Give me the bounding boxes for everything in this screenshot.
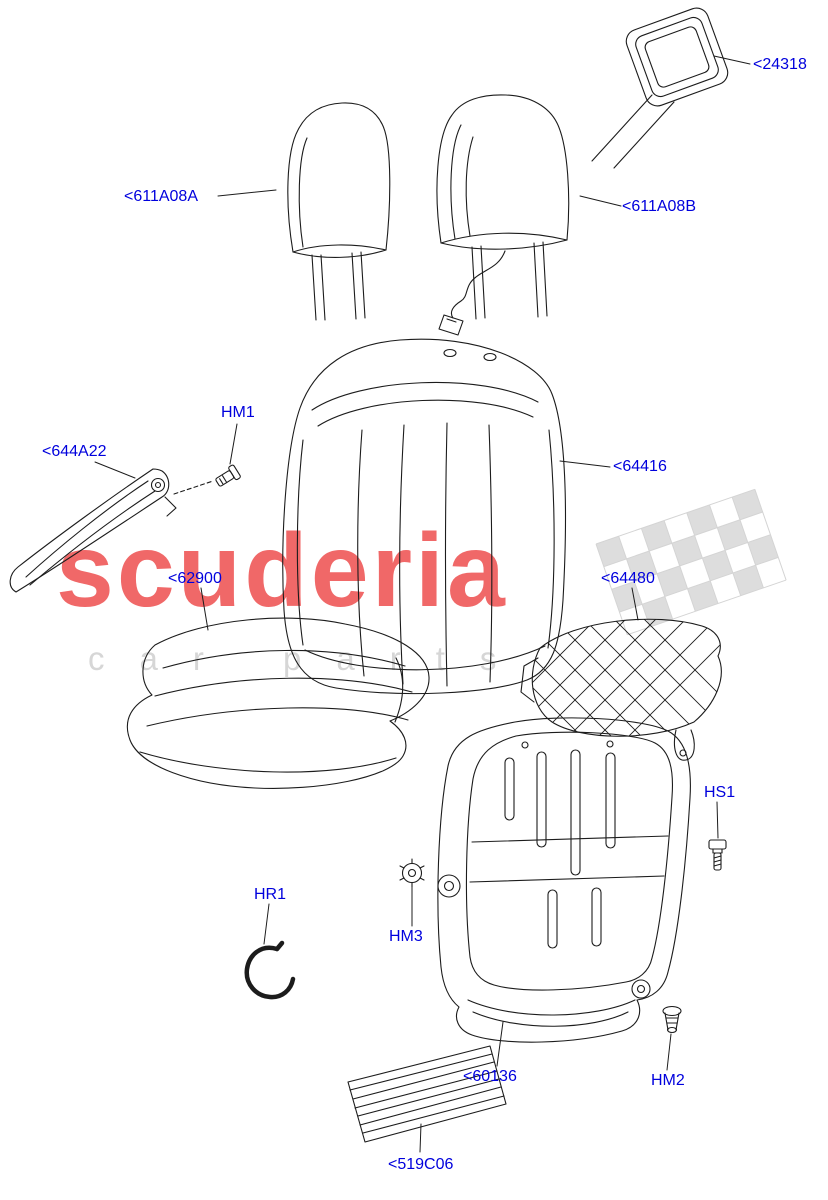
nut-hm3-drawing xyxy=(399,858,425,888)
seat-back-panel-drawing xyxy=(520,618,722,761)
part-label-519C06[interactable]: <519C06 xyxy=(388,1156,454,1173)
headrest-trim-surround-drawing xyxy=(591,7,729,169)
part-label-64480[interactable]: <64480 xyxy=(601,570,655,587)
seat-back-cushion-drawing xyxy=(282,338,567,695)
part-label-64416[interactable]: <64416 xyxy=(613,458,667,475)
seat-cushion-drawing xyxy=(126,617,430,789)
part-label-62900[interactable]: <62900 xyxy=(168,570,222,587)
part-label-HM3[interactable]: HM3 xyxy=(389,928,423,945)
headrest-left-drawing xyxy=(287,102,391,321)
part-label-HM1[interactable]: HM1 xyxy=(221,404,255,421)
headrest-right-drawing xyxy=(436,94,570,336)
part-label-24318[interactable]: <24318 xyxy=(753,56,807,73)
part-label-HS1[interactable]: HS1 xyxy=(704,784,736,801)
armrest-drawing xyxy=(9,468,214,593)
hook-hr1-drawing xyxy=(244,940,296,1000)
leader-lines xyxy=(94,55,751,1153)
part-label-HM2[interactable]: HM2 xyxy=(651,1072,685,1089)
part-label-611A08A[interactable]: <611A08A xyxy=(124,188,198,205)
clip-hm2-drawing xyxy=(662,1005,682,1034)
part-label-60136[interactable]: <60136 xyxy=(463,1068,517,1085)
watermark-brand-text: scuderia xyxy=(56,513,508,629)
part-label-611A08B[interactable]: <611A08B xyxy=(622,198,696,215)
bolt-hm1-drawing xyxy=(215,464,241,487)
seat-back-frame-drawing xyxy=(437,717,691,1043)
trim-strip-drawing xyxy=(347,1045,507,1143)
part-label-HR1[interactable]: HR1 xyxy=(254,886,287,903)
part-label-644A22[interactable]: <644A22 xyxy=(42,443,107,460)
screw-hs1-drawing xyxy=(708,839,727,871)
